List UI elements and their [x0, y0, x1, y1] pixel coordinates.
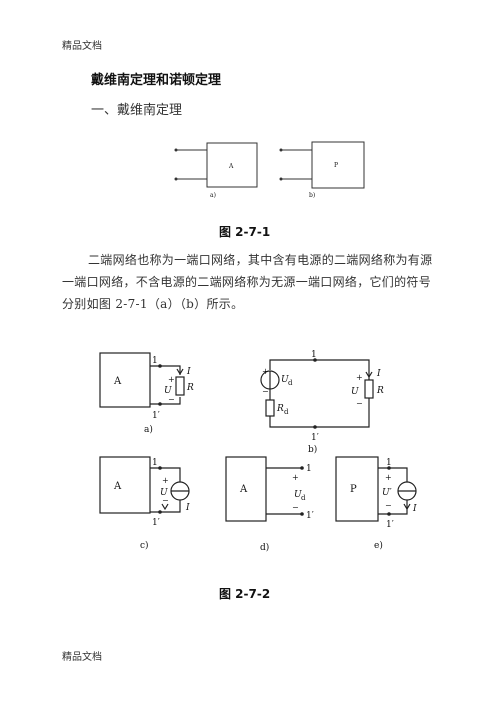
- fig2a-current-arrow: [176, 368, 184, 376]
- fig2a-resistor: [175, 376, 185, 396]
- fig2a-r: R: [186, 383, 194, 393]
- page-footer: 精品文档: [62, 652, 102, 663]
- fig2e-node-1: [387, 466, 391, 470]
- fig1-p-node-bottom: [279, 177, 283, 181]
- fig2c-box-label: A: [113, 481, 122, 492]
- fig2a-minus: −: [168, 395, 175, 404]
- fig2c-box: [99, 456, 151, 514]
- fig2b-plus-s: +: [262, 367, 269, 376]
- fig2d-minus: −: [292, 503, 299, 512]
- fig1-sub-a: a): [210, 192, 216, 199]
- fig2b-r: R: [376, 386, 384, 396]
- fig2d-box-label: A: [239, 484, 248, 495]
- fig2a-wire-bottom: [150, 397, 181, 405]
- fig2b-t1p: 1′: [311, 433, 319, 443]
- fig2b-rd: R: [276, 404, 284, 414]
- fig2b-i: I: [376, 369, 381, 379]
- fig2d-sub: d): [260, 542, 269, 553]
- body-paragraph: 二端网络也称为一端口网络，其中含有电源的二端网络称为有源一端口网络，不含电源的二…: [62, 249, 434, 315]
- fig2d-ud: U: [294, 490, 302, 500]
- fig2e-box: [335, 456, 379, 522]
- fig2b-ud: U: [281, 375, 289, 385]
- fig2b-resistor: [364, 379, 374, 399]
- fig2c-u: U: [160, 488, 168, 498]
- fig2e-box-label: P: [350, 484, 357, 495]
- fig2a-node-1: [158, 364, 162, 368]
- fig2c-minus: −: [162, 496, 169, 505]
- fig2e-i: I: [412, 504, 417, 514]
- fig2a-t1: 1: [152, 356, 158, 366]
- fig2e-current-arrow: [403, 503, 411, 511]
- fig2e-node-1p: [387, 512, 391, 516]
- fig2a-wire-top: [150, 365, 181, 375]
- section-heading: 一、戴维南定理: [91, 103, 183, 118]
- fig2b-t1: 1: [311, 350, 317, 360]
- fig1-a-node-top: [174, 148, 178, 152]
- fig2d-node-1: [300, 466, 304, 470]
- document-title: 戴维南定理和诺顿定理: [91, 73, 222, 88]
- fig2e-sub: e): [374, 540, 383, 551]
- fig1-box-p: [311, 141, 365, 189]
- fig2a-sub: a): [144, 424, 153, 435]
- fig1-box-a-label: A: [228, 163, 234, 170]
- fig2c-plus: +: [162, 476, 169, 485]
- fig2a-box: [99, 352, 151, 408]
- fig2b-minus-s: −: [262, 387, 269, 396]
- fig2d-box: [225, 456, 267, 522]
- fig2b-rd-sub: d: [284, 408, 289, 416]
- fig2a-u: U: [164, 386, 172, 396]
- figure-2-7-1-caption: 图 2-7-1: [219, 225, 271, 239]
- fig2c-i: I: [185, 503, 190, 513]
- fig2d-t1: 1: [306, 464, 312, 474]
- fig2b-u: U: [351, 387, 359, 397]
- fig2a-plus: +: [168, 375, 175, 384]
- fig1-a-node-bottom: [174, 177, 178, 181]
- fig2c-t1p: 1′: [152, 518, 160, 528]
- fig2a-box-label: A: [113, 376, 122, 387]
- fig1-box-p-label: P: [334, 162, 338, 169]
- fig2e-minus: −: [385, 501, 392, 510]
- fig2c-t1: 1: [152, 458, 158, 468]
- fig2c-node-1p: [158, 510, 162, 514]
- paragraph-text: 二端网络也称为一端口网络，其中含有电源的二端网络称为有源一端口网络，不含电源的二…: [62, 253, 433, 311]
- fig2b-rd: [265, 399, 275, 417]
- fig2e-u: U′: [382, 488, 392, 498]
- fig2e-t1: 1: [386, 458, 392, 468]
- fig2d-t1p: 1′: [306, 511, 314, 521]
- fig2b-node-1: [313, 358, 317, 362]
- fig2c-sub: c): [140, 540, 149, 551]
- fig2e-t1p: 1′: [386, 520, 394, 530]
- fig2b-node-1p: [313, 425, 317, 429]
- fig2d-plus: +: [292, 473, 299, 482]
- fig2a-node-1p: [158, 402, 162, 406]
- fig2a-i: I: [186, 367, 191, 377]
- fig2e-wire-top: [378, 467, 408, 482]
- fig2e-wire-bottom: [378, 500, 408, 515]
- fig1-sub-b: b): [309, 192, 315, 199]
- fig2b-minus: −: [356, 399, 363, 408]
- fig2c-node-1: [158, 466, 162, 470]
- fig2b-current-arrow: [365, 371, 373, 379]
- fig2b-plus: +: [356, 373, 363, 382]
- page-header: 精品文档: [62, 41, 102, 52]
- fig1-box-a: [206, 142, 258, 188]
- fig1-p-node-top: [279, 148, 283, 152]
- fig2b-wire-top: [269, 359, 370, 375]
- fig2d-node-1p: [300, 512, 304, 516]
- fig2c-current-arrow: [161, 503, 169, 511]
- fig2b-wire-bottom: [269, 398, 370, 428]
- fig2b-sub: b): [308, 444, 317, 455]
- figure-2-7-2-caption: 图 2-7-2: [219, 587, 271, 601]
- fig2b-ud-sub: d: [288, 379, 293, 387]
- fig2a-t1p: 1′: [152, 411, 160, 421]
- fig2d-ud-sub: d: [301, 494, 306, 502]
- fig2e-plus: +: [385, 473, 392, 482]
